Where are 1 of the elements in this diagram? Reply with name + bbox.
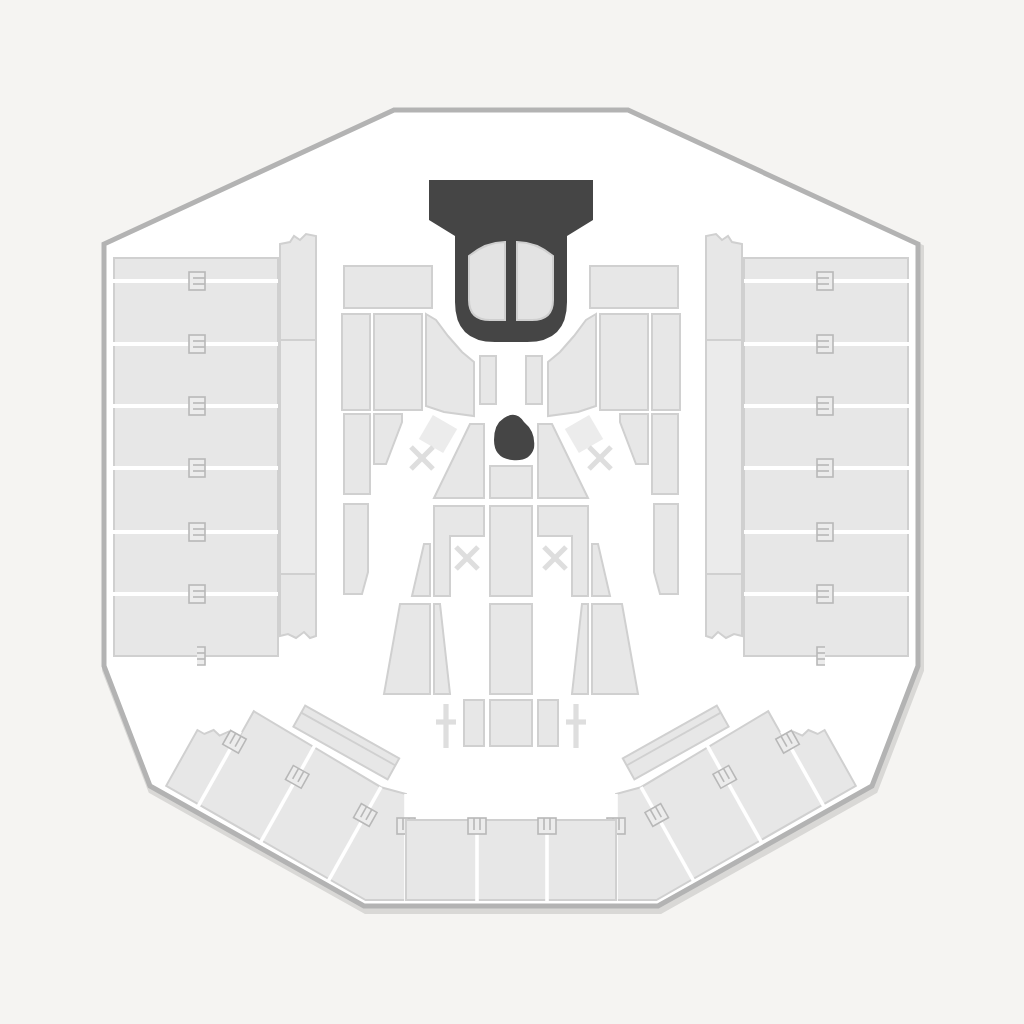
arena-seating-map [98,104,926,914]
